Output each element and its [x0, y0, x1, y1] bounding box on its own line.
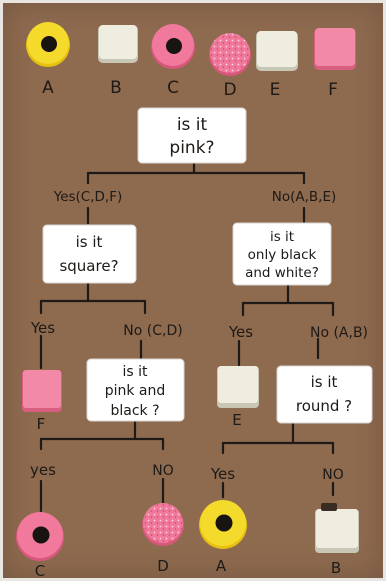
leaf-sweet-e-white-square: [217, 366, 259, 408]
no-round-label: NO: [322, 467, 344, 483]
question-bw-line2: only black: [248, 247, 317, 263]
letter-d-label: D: [223, 80, 236, 100]
question-pb-line2: pink and: [105, 383, 166, 399]
question-card-black-white: is it only black and white?: [232, 222, 332, 286]
question-pb-line1: is it: [122, 364, 148, 380]
question-square-line2: square?: [59, 257, 118, 275]
letter-f-label: F: [328, 80, 338, 100]
leaf-sweet-c-pink-round: [16, 512, 64, 561]
letter-a-label: A: [42, 78, 54, 98]
yes-square-label: Yes: [30, 319, 55, 337]
leaf-d-label: D: [157, 557, 169, 575]
question-round-line1: is it: [311, 373, 338, 391]
leaf-sweet-b-white-square: [315, 503, 359, 553]
leaf-e-label: E: [232, 411, 241, 429]
no-cd-label: No (C,D): [123, 323, 182, 339]
leaf-sweet-f-pink-square: [22, 370, 62, 412]
leaf-sweet-a-yellow-round: [199, 500, 247, 549]
yes-bw-label: Yes: [228, 323, 253, 341]
sweet-f-pink-square: [314, 28, 356, 70]
no-pink-black-label: NO: [152, 463, 174, 479]
sweet-e-white-square: [256, 31, 298, 71]
yes-round-label: Yes: [210, 465, 235, 483]
letter-e-label: E: [270, 80, 281, 100]
question-round-line2: round ?: [296, 397, 352, 415]
leaf-c-label: C: [35, 562, 45, 578]
question-square-line1: is it: [76, 233, 103, 251]
leaf-a-label: A: [216, 557, 227, 575]
leaf-f-label: F: [37, 415, 46, 433]
sweet-b-white-square: [98, 25, 138, 63]
leaf-b-label: B: [331, 559, 341, 577]
yes-pink-black-label: yes: [30, 461, 56, 479]
question-card-pink: is it pink?: [137, 107, 247, 164]
sweet-a-yellow-round: [26, 22, 70, 67]
letter-b-label: B: [110, 78, 122, 98]
question-pb-line3: black ?: [110, 403, 159, 419]
no-ab-label: No (A,B): [310, 325, 368, 341]
decision-tree-diagram: A B C D E F: [16, 22, 373, 578]
sweet-c-pink-round: [151, 24, 195, 69]
question-pink-line1: is it: [177, 115, 208, 135]
cardboard-background: A B C D E F: [3, 3, 383, 578]
question-bw-line3: and white?: [245, 265, 319, 281]
branch-no-abe-label: No(A,B,E): [272, 189, 337, 205]
question-bw-line1: is it: [270, 229, 294, 245]
branch-yes-cdf-label: Yes(C,D,F): [53, 189, 123, 205]
question-card-round: is it round ?: [276, 365, 373, 424]
sweet-d-pink-sprinkle: [209, 33, 251, 76]
letter-c-label: C: [167, 78, 179, 98]
leaf-sweet-d-pink-sprinkle: [142, 503, 184, 546]
question-pink-line2: pink?: [169, 138, 214, 158]
question-card-square: is it square?: [42, 224, 137, 284]
question-card-pink-black: is it pink and black ?: [86, 358, 185, 422]
tree-lines: [39, 161, 335, 513]
